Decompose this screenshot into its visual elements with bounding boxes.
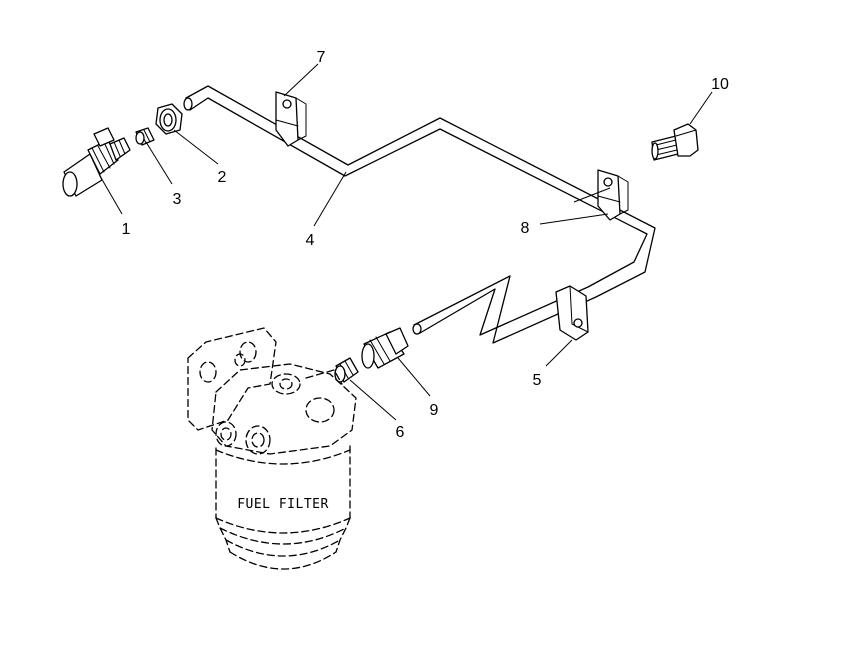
fuel-filter-label: FUEL FILTER xyxy=(237,497,329,512)
leader-2 xyxy=(173,129,219,165)
bracket-8 xyxy=(597,169,629,221)
leader-4 xyxy=(313,171,347,227)
leader-3 xyxy=(145,141,173,185)
callout-8: 8 xyxy=(521,220,530,237)
callout-10: 10 xyxy=(711,76,729,93)
tube-end-open xyxy=(183,97,193,111)
nut-2 xyxy=(155,103,183,135)
leader-7 xyxy=(283,63,319,97)
callout-2: 2 xyxy=(218,169,227,186)
bolt-10 xyxy=(651,123,699,161)
callout-5: 5 xyxy=(533,372,542,389)
leader-8 xyxy=(539,213,609,225)
leader-lines xyxy=(99,63,713,421)
clamp-5 xyxy=(555,285,589,341)
leader-6 xyxy=(349,379,397,421)
fitting-1 xyxy=(62,127,131,197)
callout-3: 3 xyxy=(173,191,182,208)
tube-end-filter xyxy=(412,323,422,335)
bracket-7 xyxy=(275,91,307,147)
nut-9 xyxy=(361,327,409,369)
leader-10 xyxy=(689,91,713,125)
callout-4: 4 xyxy=(306,232,315,249)
leader-5 xyxy=(545,339,573,367)
leader-1 xyxy=(99,175,123,215)
callout-7: 7 xyxy=(317,49,326,66)
fuel-filter: FUEL FILTER xyxy=(187,327,357,570)
sleeve-6 xyxy=(334,357,359,383)
callouts: 1 2 3 4 5 6 7 8 9 10 xyxy=(122,49,729,441)
sleeve-3 xyxy=(135,127,155,146)
leader-9 xyxy=(397,357,431,397)
leader-8b xyxy=(573,187,611,203)
callout-1: 1 xyxy=(122,221,131,238)
callout-6: 6 xyxy=(396,424,405,441)
callout-9: 9 xyxy=(430,402,439,419)
